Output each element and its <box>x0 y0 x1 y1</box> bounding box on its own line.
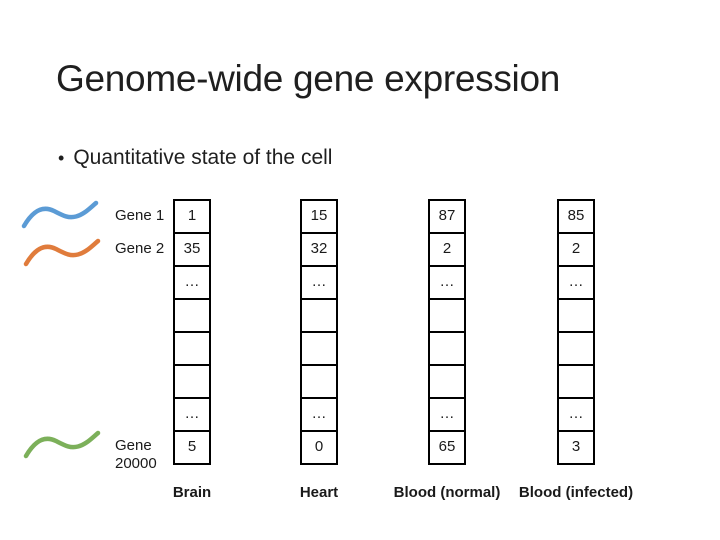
squiggle-path <box>21 200 99 229</box>
matrix-cell <box>428 364 466 399</box>
squiggle-path <box>23 238 101 267</box>
matrix-cell <box>300 298 338 333</box>
gene1-squiggle-icon <box>21 200 99 229</box>
matrix-cell: 35 <box>173 232 211 267</box>
matrix-cell <box>428 298 466 333</box>
matrix-cell: … <box>428 265 466 300</box>
gene20000-squiggle-icon <box>23 430 101 459</box>
matrix-cell: 1 <box>173 199 211 234</box>
gene-row-label-20000: Gene 20000 <box>115 437 157 472</box>
matrix-cell: … <box>428 397 466 432</box>
matrix-cell: … <box>300 397 338 432</box>
squiggle-path <box>23 430 101 459</box>
matrix-cell <box>557 331 595 366</box>
bullet-line: • Quantitative state of the cell <box>58 146 332 170</box>
matrix-cell <box>300 364 338 399</box>
column-label: Heart <box>299 484 339 501</box>
matrix-cell: 85 <box>557 199 595 234</box>
matrix-cell: 0 <box>300 430 338 465</box>
column-label: Blood (infected) <box>518 484 634 501</box>
gene-row-label-2: Gene 2 <box>115 240 165 257</box>
column-label: Blood (normal) <box>393 484 501 501</box>
slide-title: Genome-wide gene expression <box>56 58 561 99</box>
matrix-cell <box>173 364 211 399</box>
matrix-cell: 5 <box>173 430 211 465</box>
matrix-cell: 15 <box>300 199 338 234</box>
matrix-cell: … <box>300 265 338 300</box>
matrix-cell: 2 <box>428 232 466 267</box>
matrix-cell: 2 <box>557 232 595 267</box>
bullet-icon: • <box>58 148 65 168</box>
matrix-cell: … <box>557 397 595 432</box>
matrix-cell: 32 <box>300 232 338 267</box>
column-label: Brain <box>172 484 212 501</box>
matrix-cell: … <box>173 397 211 432</box>
matrix-cell <box>173 298 211 333</box>
matrix-cell: 65 <box>428 430 466 465</box>
matrix-cell <box>428 331 466 366</box>
matrix-cell: … <box>173 265 211 300</box>
gene2-squiggle-icon <box>23 238 101 267</box>
matrix-cell <box>300 331 338 366</box>
matrix-cell <box>557 364 595 399</box>
matrix-cell <box>557 298 595 333</box>
matrix-cell: … <box>557 265 595 300</box>
matrix-cell <box>173 331 211 366</box>
gene-row-label-1: Gene 1 <box>115 207 165 224</box>
bullet-text: Quantitative state of the cell <box>73 146 333 169</box>
matrix-cell: 3 <box>557 430 595 465</box>
matrix-cell: 87 <box>428 199 466 234</box>
